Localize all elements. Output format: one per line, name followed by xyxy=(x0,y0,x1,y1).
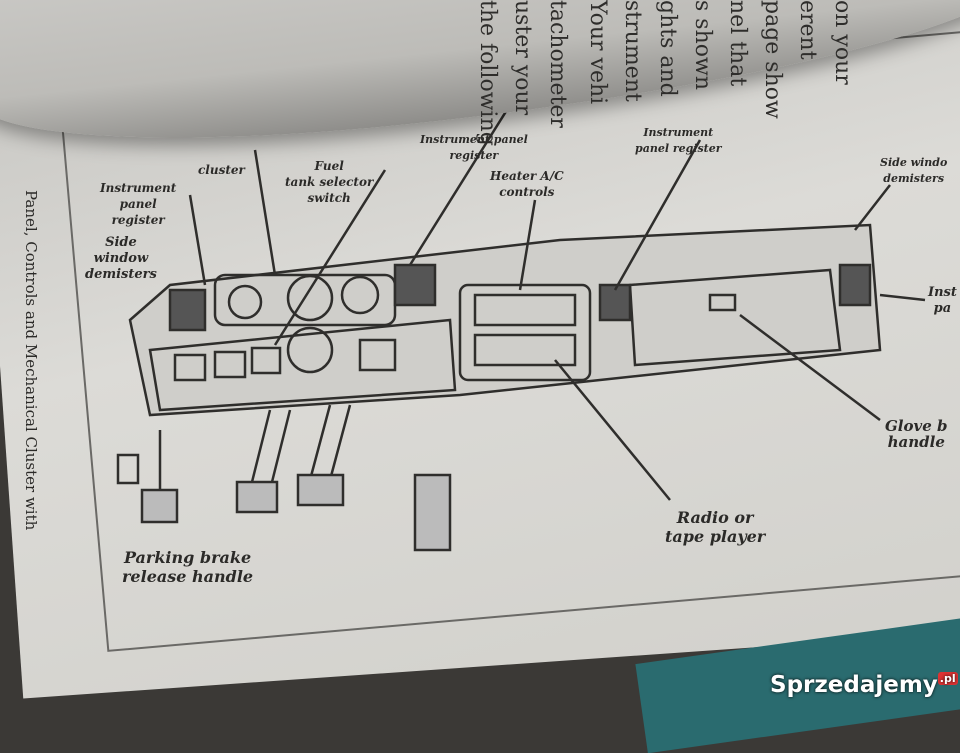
label-parking-brake-release: Parking brake release handle xyxy=(122,548,254,586)
watermark-text: Sprzedajemy xyxy=(770,672,938,698)
label-radio-tape-player: Radio or tape player xyxy=(665,508,766,546)
curled-text: the following xyxy=(475,0,500,146)
label-instrument-panel-register-center: Instrument panel register xyxy=(420,133,528,162)
curled-text: nel that xyxy=(725,0,750,87)
watermark-logo: Sprzedajemy.pl xyxy=(770,672,958,698)
label-side-window-demisters-left: Side window demisters xyxy=(85,235,157,282)
curled-text: uster your xyxy=(510,0,535,116)
side-caption: Panel, Controls and Mechanical Cluster w… xyxy=(22,190,40,531)
curled-text: s shown xyxy=(690,0,715,90)
label-fuel-tank-selector-switch: Fuel tank selector switch xyxy=(285,159,374,205)
curled-text: ghts and xyxy=(655,0,680,97)
label-heater-ac-controls: Heater A/C controls xyxy=(490,169,564,199)
label-instrument-panel-register-left: Instrument panel register xyxy=(100,181,177,227)
label-glove-box-handle: Glove b handle xyxy=(885,417,948,451)
curled-text: page show xyxy=(760,0,785,119)
curled-text: tachometer xyxy=(545,0,570,128)
label-instrument-panel-register-right: Instrument panel register xyxy=(635,126,722,155)
dashboard-illustration xyxy=(116,104,926,552)
label-cluster: cluster xyxy=(198,163,245,177)
curled-text: Your vehi xyxy=(585,0,610,105)
watermark-suffix: .pl xyxy=(937,672,958,685)
curled-text: erent xyxy=(795,0,820,60)
label-instrument-panel-right: Inst pa xyxy=(928,285,957,316)
curled-text: strument xyxy=(620,0,645,102)
label-side-window-demisters-right: Side windo demisters xyxy=(880,156,948,185)
curled-text: on your xyxy=(830,0,855,85)
